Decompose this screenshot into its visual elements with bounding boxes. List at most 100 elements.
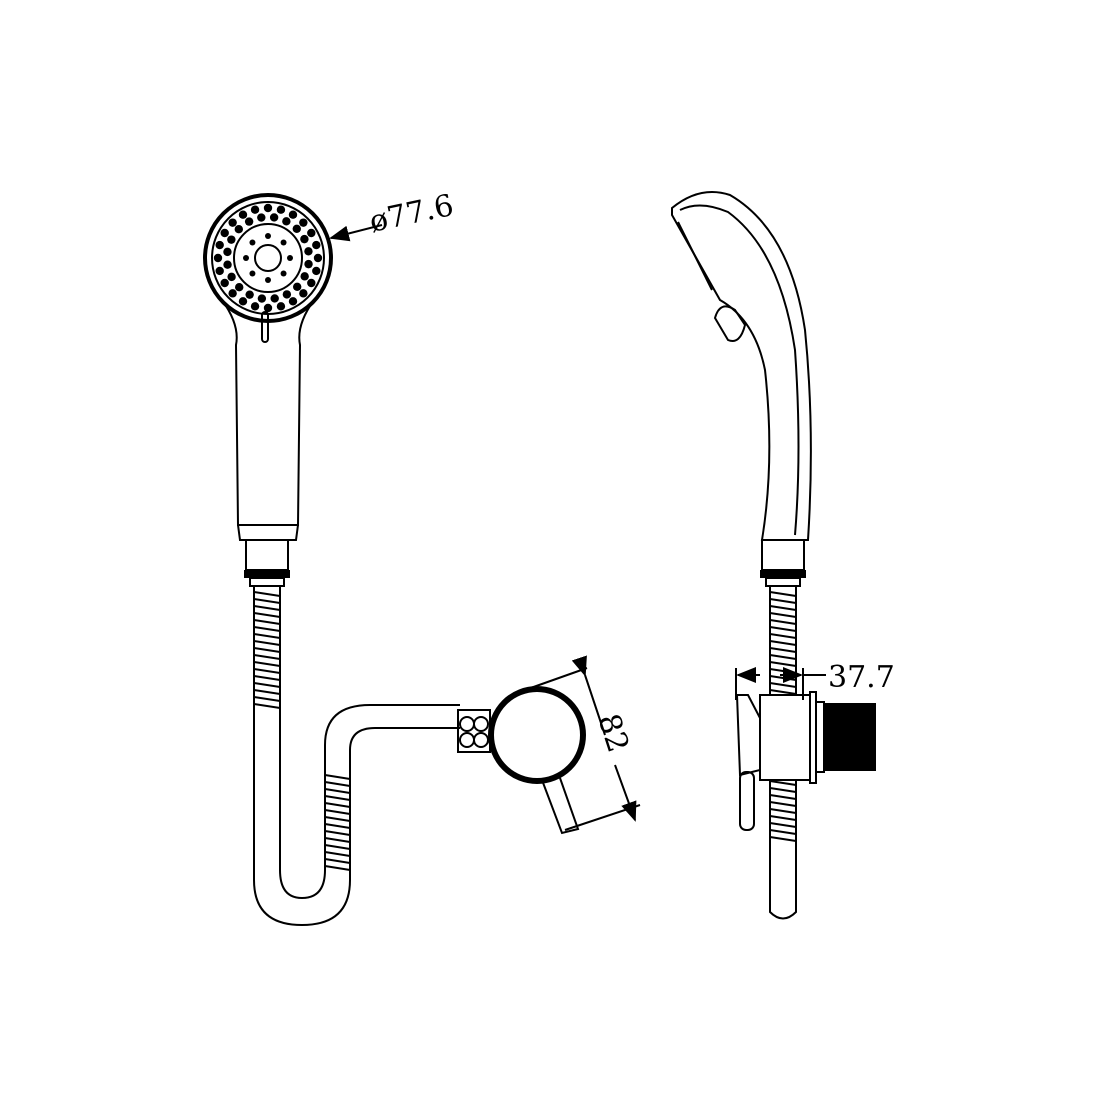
hose-rib — [769, 598, 797, 604]
hose-rib — [769, 829, 797, 835]
hose-rib — [324, 774, 351, 780]
hose-rib — [769, 661, 797, 667]
nozzle — [213, 253, 223, 263]
hose-rib — [769, 836, 797, 842]
nozzle — [307, 278, 316, 288]
nozzle — [269, 213, 279, 222]
nozzle — [312, 240, 321, 250]
hose-rib — [253, 640, 281, 646]
nozzle — [282, 217, 291, 226]
nozzle — [245, 290, 254, 299]
nozzle — [215, 240, 224, 250]
hose-rib — [769, 640, 797, 646]
hose-rib — [769, 780, 797, 786]
hose-rib — [253, 696, 281, 702]
nozzle — [220, 278, 229, 288]
nozzle — [235, 282, 244, 292]
nozzle — [223, 247, 232, 257]
hose-rib — [253, 703, 281, 709]
nozzle — [300, 234, 309, 244]
hose-rib — [324, 844, 351, 850]
handset-front — [203, 193, 333, 587]
hose-rib — [769, 787, 797, 793]
hose-rib — [253, 605, 281, 611]
nozzle — [276, 302, 286, 311]
hose-rib — [324, 830, 351, 836]
hose-rib — [253, 675, 281, 681]
nozzle — [270, 294, 279, 303]
hose-rib — [253, 612, 281, 618]
nozzle — [304, 259, 313, 269]
head-diameter-label: ø77.6 — [366, 188, 456, 240]
hose-rib — [769, 591, 797, 597]
hose-rib — [253, 598, 281, 604]
hose-rib — [769, 647, 797, 653]
nozzle — [223, 260, 232, 269]
nozzle — [250, 205, 260, 214]
handset-side — [671, 191, 812, 587]
nozzle — [243, 255, 249, 261]
nozzle — [313, 253, 323, 263]
nozzle — [263, 303, 273, 313]
nozzle — [312, 266, 321, 276]
nozzle — [288, 210, 298, 219]
nozzle — [227, 272, 236, 282]
nozzle — [250, 302, 260, 311]
nozzle — [244, 217, 254, 226]
bracket-height-label: 82 — [590, 710, 635, 757]
hose-front — [253, 586, 460, 927]
nozzle — [228, 218, 237, 227]
hose-rib — [253, 591, 281, 597]
nozzle — [234, 225, 244, 234]
bracket-front: 82 — [457, 655, 641, 835]
nozzle — [263, 203, 273, 213]
hose-rib — [769, 619, 797, 625]
hose-rib — [324, 795, 351, 801]
hose-rib — [769, 822, 797, 828]
bracket-side: 37.7 — [735, 660, 895, 831]
nozzle — [292, 282, 302, 291]
hose-rib — [769, 626, 797, 632]
nozzle — [280, 239, 287, 246]
bracket-depth-label: 37.7 — [828, 660, 895, 695]
hose-rib — [324, 858, 351, 864]
nozzle — [257, 213, 266, 222]
nozzle — [238, 210, 248, 219]
hose-rib — [769, 689, 797, 695]
nozzle — [238, 297, 248, 306]
nozzle — [265, 233, 271, 239]
hose-rib — [324, 788, 351, 794]
nozzle — [300, 272, 309, 281]
nozzle — [280, 270, 287, 277]
hose-rib — [769, 794, 797, 800]
nozzle — [220, 228, 229, 238]
spray-nozzles — [213, 203, 323, 313]
hose-rib — [324, 802, 351, 808]
nozzle — [215, 266, 224, 276]
nozzle — [227, 235, 236, 244]
hose-rib — [769, 682, 797, 688]
nozzle — [287, 255, 293, 261]
side-view: 37.7 — [671, 191, 895, 920]
nozzle — [299, 289, 308, 298]
hose-rib — [769, 815, 797, 821]
hose-rib — [253, 619, 281, 625]
hose-ribbing — [253, 591, 351, 871]
hose-rib — [253, 668, 281, 674]
hose-rib — [253, 626, 281, 632]
hose-rib — [324, 781, 351, 787]
nozzle — [292, 224, 301, 234]
hose-rib — [769, 668, 797, 674]
front-view: 82 ø77.6 — [203, 188, 641, 927]
nozzle — [299, 218, 308, 227]
nozzle — [249, 270, 256, 277]
hose-rib — [253, 661, 281, 667]
hose-rib — [769, 605, 797, 611]
nozzle — [257, 294, 267, 303]
hose-rib — [769, 675, 797, 681]
hose-rib — [253, 682, 281, 688]
hose-rib — [769, 633, 797, 639]
hose-rib — [253, 654, 281, 660]
nozzle — [282, 290, 292, 299]
